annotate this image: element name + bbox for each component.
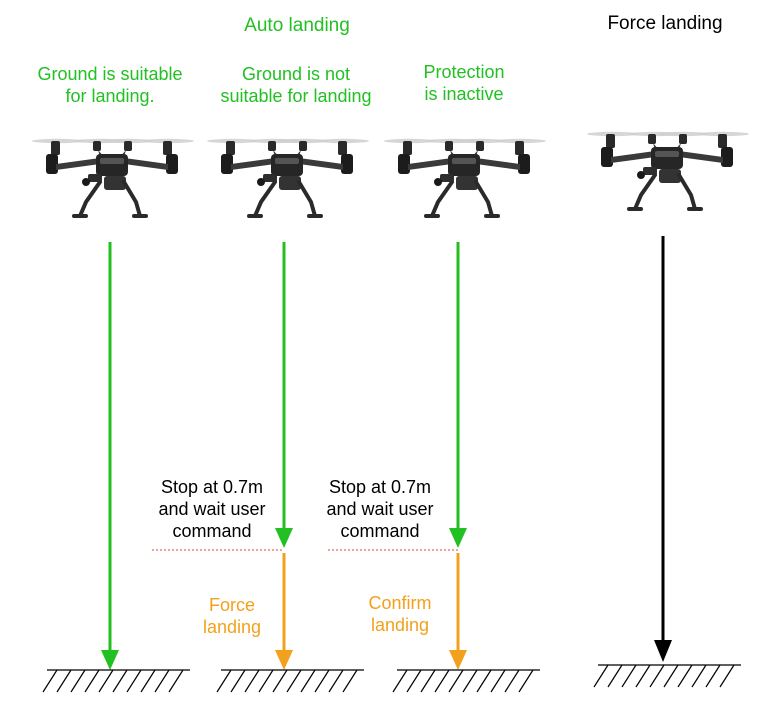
arrow-head: [449, 650, 467, 670]
condition-label-3: Protection is inactive: [364, 61, 564, 105]
stop-note-line: command: [340, 521, 420, 541]
condition-label-line: is inactive: [424, 84, 504, 104]
condition-label-line: Ground is not: [241, 64, 351, 84]
drone-icon: [585, 129, 751, 211]
stop-note-3: Stop at 0.7m and wait user command: [300, 476, 460, 542]
ground-hatch-icon: [42, 669, 191, 693]
condition-label-line: for landing.: [65, 86, 155, 106]
ground-hatch-icon: [216, 669, 365, 693]
stop-note-line: Stop at 0.7m: [328, 477, 432, 497]
action-label-line: landing: [202, 617, 262, 637]
stop-note-2: Stop at 0.7m and wait user command: [132, 476, 292, 542]
arrow-head: [101, 650, 119, 670]
ground-hatch-icon: [593, 664, 742, 688]
auto-landing-title: Auto landing: [244, 15, 350, 36]
stop-note-line: and wait user: [326, 499, 434, 519]
ground-hatch-icon: [392, 669, 541, 693]
stop-note-line: command: [172, 521, 252, 541]
condition-label-line: Protection: [423, 62, 505, 82]
condition-label-1: Ground is suitable for landing.: [0, 63, 220, 107]
force-landing-title: Force landing: [607, 13, 723, 34]
arrow-head: [654, 640, 672, 662]
action-label-line: landing: [370, 615, 430, 635]
condition-label-2: Ground is not suitable for landing: [186, 63, 406, 107]
arrow-head: [275, 650, 293, 670]
arrow-head: [275, 528, 293, 548]
action-label-line: Force: [208, 595, 255, 615]
drone-icon: [382, 136, 548, 218]
action-label-3: Confirm landing: [340, 592, 460, 636]
action-label-2: Force landing: [172, 594, 292, 638]
arrow-head: [449, 528, 467, 548]
condition-label-line: Ground is suitable: [37, 64, 183, 84]
condition-label-line: suitable for landing: [220, 86, 372, 106]
stop-note-line: Stop at 0.7m: [160, 477, 264, 497]
drone-icon: [30, 136, 196, 218]
action-label-line: Confirm: [368, 593, 432, 613]
stop-note-line: and wait user: [158, 499, 266, 519]
drone-icon: [205, 136, 371, 218]
